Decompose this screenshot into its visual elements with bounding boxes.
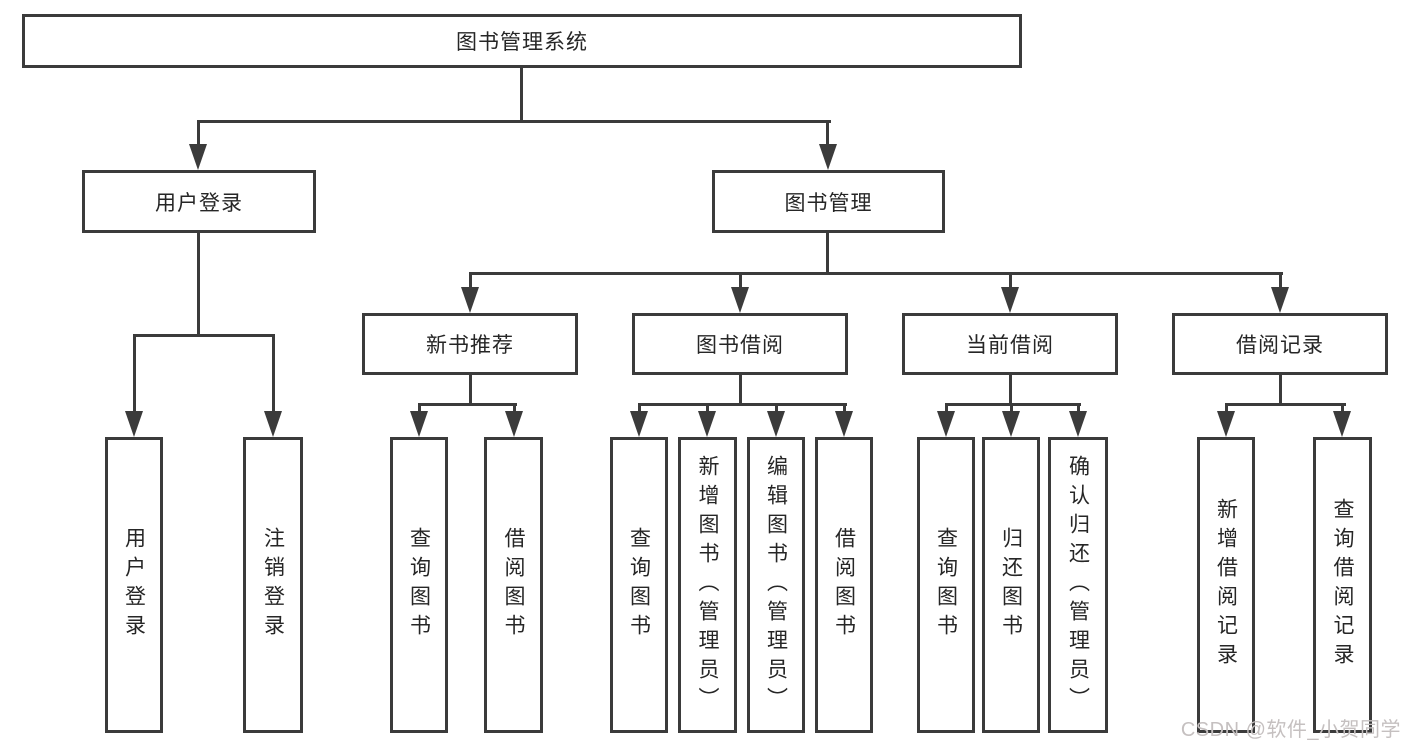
leaf-label: 确认归还（管理员） xyxy=(1066,454,1090,716)
arrow-down-icon xyxy=(937,411,955,437)
leaf-label: 查询借阅记录 xyxy=(1331,498,1354,672)
leaf-label: 新增图书（管理员） xyxy=(696,454,719,716)
connector-line xyxy=(1009,272,1012,289)
leaf-user-login: 用户登录 xyxy=(105,437,163,733)
connector-line xyxy=(945,403,948,415)
arrow-down-icon xyxy=(835,411,853,437)
node-label: 图书借阅 xyxy=(696,334,784,357)
leaf-add-book-admin: 新增图书（管理员） xyxy=(678,437,737,733)
node-book-borrow: 图书借阅 xyxy=(632,313,848,375)
connector-line xyxy=(1010,403,1013,415)
node-label: 新书推荐 xyxy=(426,334,514,357)
leaf-edit-book-admin: 编辑图书（管理员） xyxy=(747,437,805,733)
leaf-label: 查询图书 xyxy=(407,527,431,643)
connector-line xyxy=(272,334,275,413)
arrow-down-icon xyxy=(767,411,785,437)
leaf-borrow-books-newbook: 借阅图书 xyxy=(484,437,543,733)
node-new-book-recommend: 新书推荐 xyxy=(362,313,578,375)
connector-line xyxy=(418,403,421,415)
leaf-label: 查询图书 xyxy=(627,527,651,643)
connector-line xyxy=(197,120,200,148)
arrow-down-icon xyxy=(410,411,428,437)
connector-line xyxy=(513,403,516,415)
connector-line xyxy=(826,233,829,275)
leaf-confirm-return-admin: 确认归还（管理员） xyxy=(1048,437,1108,733)
leaf-query-books-newbook: 查询图书 xyxy=(390,437,448,733)
arrow-down-icon xyxy=(1271,287,1289,313)
arrow-down-icon xyxy=(264,411,282,437)
leaf-label: 查询图书 xyxy=(934,527,958,643)
arrow-down-icon xyxy=(189,144,207,170)
connector-line xyxy=(520,68,523,121)
leaf-label: 归还图书 xyxy=(999,527,1023,643)
connector-line xyxy=(1279,272,1282,289)
arrow-down-icon xyxy=(819,144,837,170)
connector-line xyxy=(1341,403,1344,415)
leaf-label: 借阅图书 xyxy=(502,527,525,643)
watermark: CSDN @软件_小贺同学 xyxy=(1180,719,1401,741)
arrow-down-icon xyxy=(1217,411,1235,437)
node-label: 用户登录 xyxy=(155,191,243,215)
connector-line xyxy=(945,403,1081,406)
arrow-down-icon xyxy=(1333,411,1351,437)
arrow-down-icon xyxy=(505,411,523,437)
connector-line xyxy=(1279,375,1282,405)
arrow-down-icon xyxy=(630,411,648,437)
connector-line xyxy=(739,375,742,405)
connector-line xyxy=(1225,403,1346,406)
connector-line xyxy=(133,334,136,413)
leaf-borrow-books-borrow: 借阅图书 xyxy=(815,437,873,733)
leaf-return-book: 归还图书 xyxy=(982,437,1040,733)
connector-line xyxy=(133,334,275,337)
connector-line xyxy=(706,403,709,415)
leaf-label: 用户登录 xyxy=(122,527,146,643)
leaf-label: 新增借阅记录 xyxy=(1214,498,1238,672)
leaf-query-borrow-record: 查询借阅记录 xyxy=(1313,437,1372,733)
node-label: 当前借阅 xyxy=(966,334,1054,357)
node-label: 借阅记录 xyxy=(1236,334,1324,357)
node-label: 图书管理系统 xyxy=(456,31,588,54)
node-book-mgmt: 图书管理 xyxy=(712,170,945,233)
node-label: 图书管理 xyxy=(784,191,873,215)
node-user-login: 用户登录 xyxy=(82,170,316,233)
connector-line xyxy=(843,403,846,415)
arrow-down-icon xyxy=(125,411,143,437)
connector-line xyxy=(418,403,517,406)
leaf-label: 编辑图书（管理员） xyxy=(764,454,788,716)
arrow-down-icon xyxy=(1001,287,1019,313)
connector-line xyxy=(197,120,831,123)
node-root: 图书管理系统 xyxy=(22,14,1022,68)
connector-line xyxy=(469,375,472,405)
connector-line xyxy=(826,120,829,148)
arrow-down-icon xyxy=(1069,411,1087,437)
connector-line xyxy=(469,272,472,289)
connector-line xyxy=(1077,403,1080,415)
node-current-borrow: 当前借阅 xyxy=(902,313,1118,375)
leaf-query-books-borrow: 查询图书 xyxy=(610,437,668,733)
connector-line xyxy=(638,403,641,415)
connector-line xyxy=(469,272,1283,275)
leaf-logout: 注销登录 xyxy=(243,437,303,733)
connector-line xyxy=(638,403,847,406)
arrow-down-icon xyxy=(461,287,479,313)
connector-line xyxy=(775,403,778,415)
arrow-down-icon xyxy=(731,287,749,313)
connector-line xyxy=(1009,375,1012,405)
leaf-query-books-current: 查询图书 xyxy=(917,437,975,733)
node-borrow-records: 借阅记录 xyxy=(1172,313,1388,375)
leaf-label: 注销登录 xyxy=(261,527,285,643)
leaf-add-borrow-record: 新增借阅记录 xyxy=(1197,437,1255,733)
arrow-down-icon xyxy=(1002,411,1020,437)
leaf-label: 借阅图书 xyxy=(832,527,856,643)
connector-line xyxy=(197,233,200,336)
arrow-down-icon xyxy=(698,411,716,437)
connector-line xyxy=(1225,403,1228,415)
connector-line xyxy=(739,272,742,289)
